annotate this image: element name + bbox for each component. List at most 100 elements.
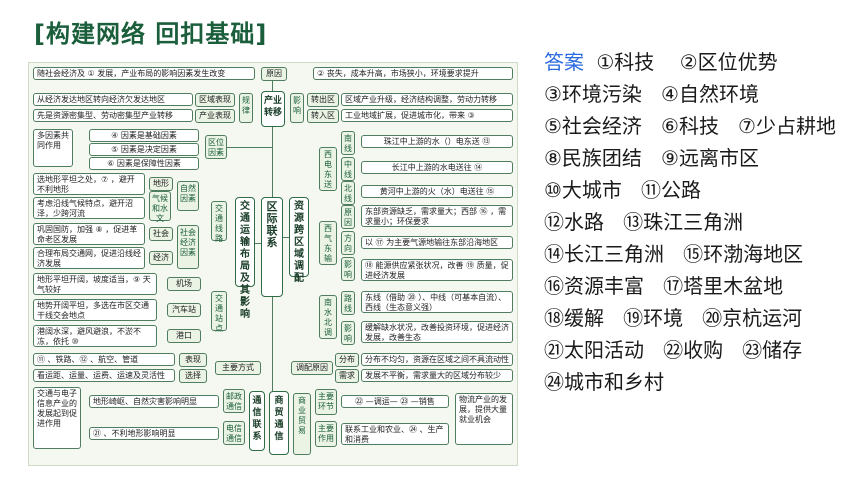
connector bbox=[272, 81, 273, 91]
multi-factor-box: 多因素共同作用 bbox=[33, 129, 73, 167]
answer-item: ④自然环境 bbox=[661, 82, 759, 106]
modes-performance-row: ⑪ 、铁路、⑫ 、航空、管道 bbox=[33, 353, 175, 366]
modes-choice-row: 看运距、运量、运费、运速及灵活性 bbox=[33, 369, 175, 382]
connector bbox=[272, 127, 273, 197]
west-east-power-tag: 西电东送 bbox=[319, 147, 337, 191]
out-region-text: 区域产业升级，经济结构调整，劳动力转移 bbox=[341, 93, 513, 106]
answer-item: ⑧民族团结 bbox=[544, 146, 642, 170]
gas-effect-tag: 影响 bbox=[341, 257, 355, 281]
gas-reason-tag: 原因 bbox=[341, 205, 355, 229]
answer-item: ⑰塔里木盆地 bbox=[663, 274, 784, 298]
social-economic-factor-tag: 社会经济因素 bbox=[177, 225, 199, 269]
allocation-cause-tag: 调配原因 bbox=[291, 361, 333, 375]
transport-layout-node: 交通运输布局及其影响 bbox=[235, 197, 255, 320]
communication-node: 通信联系 bbox=[249, 391, 265, 451]
telecom-text: ㉑ 、不利地形影响明显 bbox=[89, 427, 219, 440]
communication-left-box: 交通与电子信息产业的发展起到促进作用 bbox=[33, 387, 81, 449]
terrain-tag: 地形 bbox=[149, 177, 173, 191]
cause-tag: 原因 bbox=[261, 67, 287, 81]
logistics-side-box: 物流产业的发展，提供大量就业机会 bbox=[455, 393, 513, 445]
answer-item: ②区位优势 bbox=[679, 50, 778, 74]
demand-tag: 需求 bbox=[335, 369, 359, 383]
in-region-text: 工业地域扩展，促进城市化，带来 ③ bbox=[341, 109, 513, 122]
north-line-tag: 北线 bbox=[341, 181, 355, 205]
middle-line-text: 长江中上游的水电送往 ⑭ bbox=[361, 161, 513, 174]
water-route-tag: 路线 bbox=[341, 291, 355, 315]
answer-item: ㉑太阳活动 bbox=[544, 338, 644, 362]
climate-hydrology-tag: 气候和水文 bbox=[149, 191, 171, 223]
out-region-tag: 转出区 bbox=[307, 93, 339, 107]
commerce-communication-node: 商贸通信 bbox=[269, 391, 289, 455]
gas-reason-text: 东部资源缺乏，需求量大；西部 ⑯ ，需求量小；环保要求 bbox=[361, 205, 513, 227]
answer-item: ⑦少占耕地 bbox=[738, 114, 836, 138]
title-bracket-open: [ bbox=[34, 20, 46, 48]
cause-right-row: ② 丧失，成本升高，市场狭小，环境要求提升 bbox=[313, 67, 513, 80]
south-line-tag: 南线 bbox=[341, 131, 355, 155]
resource-transfer-node: 资源跨区域调配 bbox=[289, 197, 309, 284]
gas-effect-text: ⑱ 能源供应紧张状况，改善 ⑲ 质量，促进经济发展 bbox=[361, 259, 513, 281]
bus-station-tag: 汽车站 bbox=[167, 303, 201, 317]
location-factor-tag: 区位因素 bbox=[205, 135, 227, 159]
main-function-tag: 主要作用 bbox=[315, 421, 337, 447]
answer-item: ㉓储存 bbox=[742, 338, 803, 362]
water-effect-tag: 影响 bbox=[341, 321, 355, 345]
water-route-text: 东线（借助 ⑳ ）、中线（可基本自流）、西线（生态意义强） bbox=[361, 291, 513, 313]
answer-item: ③环境污染 bbox=[544, 82, 642, 106]
port-tag: 港口 bbox=[167, 329, 201, 343]
answer-item: ⑩大城市 bbox=[544, 178, 622, 202]
in-region-tag: 转入区 bbox=[307, 109, 339, 123]
airport-text: 地形平坦开阔，坡度适当，⑨ 天气较好 bbox=[33, 273, 157, 295]
gas-direction-tag: 方向 bbox=[341, 231, 355, 255]
distribution-tag: 分布 bbox=[335, 353, 359, 367]
modes-performance-tag: 表现 bbox=[179, 353, 207, 367]
bus-station-text: 地势开阔平坦，多选在市区交通干线交会地点 bbox=[33, 299, 157, 321]
connector bbox=[272, 297, 273, 391]
main-modes-tag: 主要方式 bbox=[215, 361, 261, 375]
factor-decisive-row: ⑤ 因素是决定因素 bbox=[89, 143, 199, 156]
answer-item: ⑲环境 bbox=[623, 306, 684, 330]
answer-item: ⑬珠江三角洲 bbox=[623, 210, 744, 234]
answer-item: ⑱缓解 bbox=[544, 306, 604, 330]
airport-tag: 机场 bbox=[167, 277, 201, 291]
route-climate-text: 考虑沿线气候特点，避开沼泽，少跨河流 bbox=[33, 197, 145, 219]
rule-tag: 规律 bbox=[239, 93, 253, 123]
answer-item: ⑪公路 bbox=[641, 178, 702, 202]
answer-item: ⑳京杭运河 bbox=[702, 306, 803, 330]
factor-guarantee-row: ⑥ 因素是保障性因素 bbox=[89, 157, 199, 170]
distribution-text: 分布不均匀，资源在区域之间不具流动性 bbox=[361, 353, 513, 366]
region-performance-tag: 区域表现 bbox=[195, 93, 235, 107]
demand-text: 发展不平衡，需求量大的区域分布较少 bbox=[361, 369, 513, 382]
answer-item: ⑥科技 bbox=[661, 114, 719, 138]
cause-tech-row: 随社会经济及 ① 发展，产业布局的影响因素发生改变 bbox=[33, 67, 255, 80]
main-function-text: 联系工业和农业、㉔ 、生产和消费 bbox=[341, 423, 449, 445]
route-social-text: 巩固国防，加强 ⑧ ，促进革命老区发展 bbox=[33, 223, 145, 245]
north-line-text: 黄河中上游的火（水）电送往 ⑮ bbox=[361, 185, 513, 198]
mind-map-diagram: 随社会经济及 ① 发展，产业布局的影响因素发生改变 原因 ② 丧失，成本升高，市… bbox=[28, 62, 518, 466]
natural-factor-tag: 自然因素 bbox=[177, 181, 199, 211]
answer-item: ㉔城市和乡村 bbox=[544, 370, 664, 394]
main-link-text: ㉒ —调运— ㉓ —销售 bbox=[341, 395, 449, 408]
answers-label: 答案 bbox=[544, 50, 584, 74]
transport-line-tag: 交通线路 bbox=[211, 201, 227, 243]
answer-item: ⑫水路 bbox=[544, 210, 604, 234]
postal-text: 地形崎岖、自然灾害影响明显 bbox=[89, 395, 219, 408]
answer-item: ⑯资源丰富 bbox=[544, 274, 644, 298]
title-bracket-close: ] bbox=[255, 20, 268, 48]
answer-item: ⑮环渤海地区 bbox=[683, 242, 804, 266]
south-north-water-tag: 南水北调 bbox=[319, 295, 337, 339]
route-economic-text: 合理布局交通网，促进沿线经济发展 bbox=[33, 247, 145, 269]
industry-performance-row: 先是资源密集型、劳动密集型产业转移 bbox=[33, 109, 193, 122]
effect-tag: 影响 bbox=[290, 93, 304, 123]
social-tag: 社会 bbox=[149, 227, 173, 241]
title-text: 构建网络 回扣基础 bbox=[45, 20, 256, 48]
region-performance-row: 从经济发达地区转向经济欠发达地区 bbox=[33, 93, 193, 106]
route-terrain-text: 选地形平坦之处，⑦ ，避开不利地形 bbox=[33, 173, 145, 195]
modes-choice-tag: 选择 bbox=[179, 369, 207, 383]
west-east-gas-tag: 西气东输 bbox=[319, 221, 337, 265]
page-title: [构建网络 回扣基础] bbox=[34, 14, 267, 49]
answer-item: ⑨远离市区 bbox=[661, 146, 759, 170]
answer-item: ⑤社会经济 bbox=[544, 114, 642, 138]
answers-panel: 答案 ①科技 ②区位优势 ③环境污染 ④自然环境 ⑤社会经济 ⑥科技 ⑦少占耕地… bbox=[544, 46, 850, 398]
connector bbox=[283, 237, 289, 238]
south-line-text: 珠江中上游的水（）电东送 ⑬ bbox=[361, 135, 513, 148]
